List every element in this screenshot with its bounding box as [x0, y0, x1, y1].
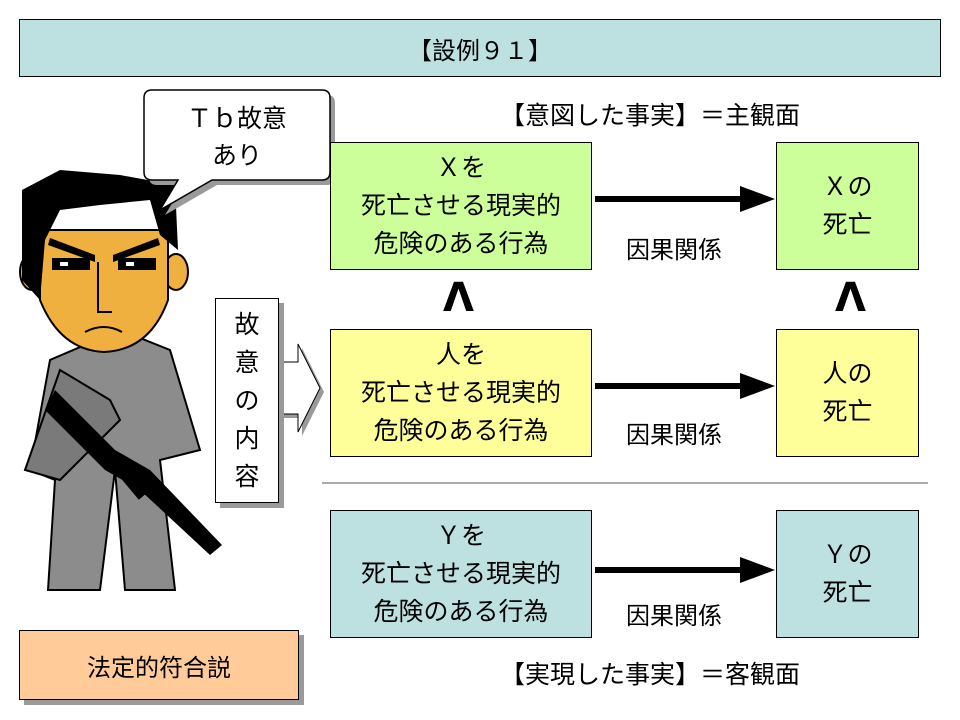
mouth-shape	[84, 326, 123, 333]
speech-line-2: あり	[212, 141, 262, 170]
causal-arrow-y	[595, 557, 775, 583]
subjective-heading: 【意図した事実】＝主観面	[500, 101, 801, 130]
left-eye-glint	[60, 262, 68, 266]
act-box-x: Ｘを 死亡させる現実的 危険のある行為	[330, 142, 592, 270]
right-eyebrow	[113, 238, 160, 262]
intent-char-4: 内	[234, 423, 260, 453]
result-box-y: Ｙの 死亡	[776, 510, 919, 638]
act-box-person: 人を 死亡させる現実的 危険のある行為	[330, 329, 592, 457]
causal-label-y: 因果関係	[626, 602, 722, 630]
right-eye	[118, 258, 156, 270]
result-box-x: Ｘの 死亡	[776, 142, 919, 270]
act-y-line-3: 危険のある行為	[373, 597, 549, 626]
act-x-line-2: 死亡させる現実的	[360, 191, 561, 220]
result-person-line-1: 人の	[822, 359, 873, 388]
causal-label-x: 因果関係	[626, 236, 722, 264]
act-y-line-1: Ｙを	[435, 521, 486, 550]
act-x-line-3: 危険のある行為	[373, 229, 549, 258]
act-box-y: Ｙを 死亡させる現実的 危険のある行為	[330, 510, 592, 638]
theory-text: 法定的符合説	[87, 653, 231, 682]
act-y-line-2: 死亡させる現実的	[360, 559, 561, 588]
speech-bubble	[143, 89, 331, 213]
intent-arrow-icon	[278, 343, 321, 433]
rifle-grip-icon	[119, 470, 147, 500]
causal-arrow-x	[595, 186, 775, 212]
result-box-person: 人の 死亡	[776, 329, 919, 457]
result-y-line-2: 死亡	[822, 578, 873, 607]
comparison-symbol-result: Λ	[835, 275, 866, 321]
causal-label-person: 因果関係	[626, 421, 722, 449]
intent-char-1: 故	[234, 309, 260, 339]
causal-arrow-person	[595, 373, 775, 399]
hair-shape	[22, 170, 178, 300]
intent-char-3: の	[234, 385, 260, 415]
act-person-line-3: 危険のある行為	[373, 416, 549, 445]
right-eye-glint	[126, 262, 134, 266]
act-person-line-2: 死亡させる現実的	[360, 378, 561, 407]
result-person-line-2: 死亡	[822, 397, 873, 426]
title-bar: 【設例９１】	[19, 19, 941, 77]
act-x-line-1: Ｘを	[435, 153, 486, 182]
intent-content-label: 故 意 の 内 容	[215, 298, 279, 503]
objective-heading: 【実現した事実】＝客観面	[500, 660, 801, 689]
rifle-icon	[45, 390, 222, 555]
comparison-symbol-act: Λ	[443, 275, 474, 321]
result-x-line-1: Ｘの	[822, 172, 873, 201]
left-eyebrow	[48, 238, 95, 262]
intent-char-2: 意	[234, 347, 260, 377]
speech-line-1: Ｔｂ故意	[187, 104, 287, 133]
left-eye	[52, 258, 90, 270]
intent-char-5: 容	[234, 461, 260, 491]
result-x-line-2: 死亡	[822, 210, 873, 239]
result-y-line-1: Ｙの	[822, 540, 873, 569]
theory-label: 法定的符合説	[19, 630, 299, 700]
nose-shape	[97, 262, 112, 313]
title-text: 【設例９１】	[408, 36, 552, 65]
act-person-line-1: 人を	[435, 340, 486, 369]
